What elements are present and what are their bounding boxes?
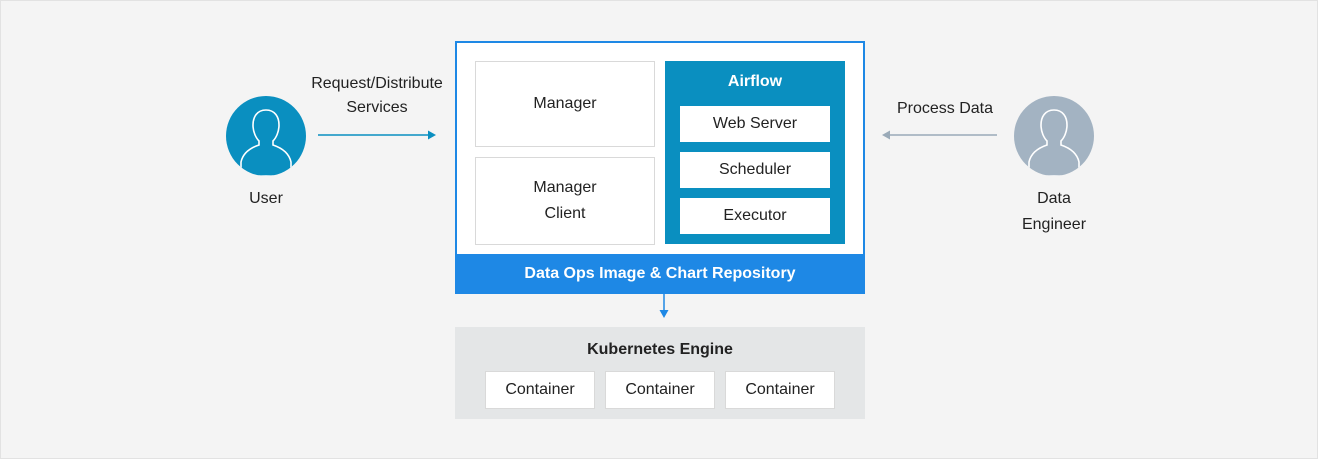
web-server-box: Web Server xyxy=(680,106,830,142)
airflow-box: Airflow Web Server Scheduler Executor xyxy=(665,61,845,244)
user-avatar-icon xyxy=(226,96,306,176)
container-box-2: Container xyxy=(605,371,715,409)
data-engineer-label: Data Engineer xyxy=(984,186,1124,238)
container-box-3: Container xyxy=(725,371,835,409)
user-actor: User xyxy=(226,96,306,207)
kubernetes-engine-box: Kubernetes Engine Container Container Co… xyxy=(455,327,865,419)
repo-to-k8s-arrow xyxy=(659,294,669,318)
data-engineer-label-line1: Data xyxy=(1037,190,1071,207)
manager-client-line1: Manager xyxy=(533,179,597,196)
airflow-title: Airflow xyxy=(727,73,783,90)
data-ops-system-box: Manager Manager Client Airflow Web Serve… xyxy=(455,41,865,294)
scheduler-box: Scheduler xyxy=(680,152,830,188)
process-data-label: Process Data xyxy=(896,100,994,117)
data-engineer-avatar-icon xyxy=(1014,96,1094,176)
container-box-1: Container xyxy=(485,371,595,409)
data-engineer-label-line2: Engineer xyxy=(1021,216,1087,233)
user-to-system-arrow xyxy=(318,130,436,140)
kubernetes-engine-title: Kubernetes Engine xyxy=(587,341,733,358)
manager-client-box: Manager Client xyxy=(475,157,655,245)
manager-client-line2: Client xyxy=(544,205,586,222)
manager-box: Manager xyxy=(475,61,655,147)
request-distribute-line2: Services xyxy=(346,99,408,116)
executor-box: Executor xyxy=(680,198,830,234)
user-label: User xyxy=(249,190,283,207)
manager-label: Manager xyxy=(533,95,597,112)
repository-bar: Data Ops Image & Chart Repository xyxy=(455,254,865,294)
engineer-to-system-arrow xyxy=(882,130,997,140)
request-distribute-label: Request/Distribute Services xyxy=(297,72,457,120)
data-engineer-actor: Data Engineer xyxy=(1014,96,1094,233)
request-distribute-line1: Request/Distribute xyxy=(311,75,443,92)
